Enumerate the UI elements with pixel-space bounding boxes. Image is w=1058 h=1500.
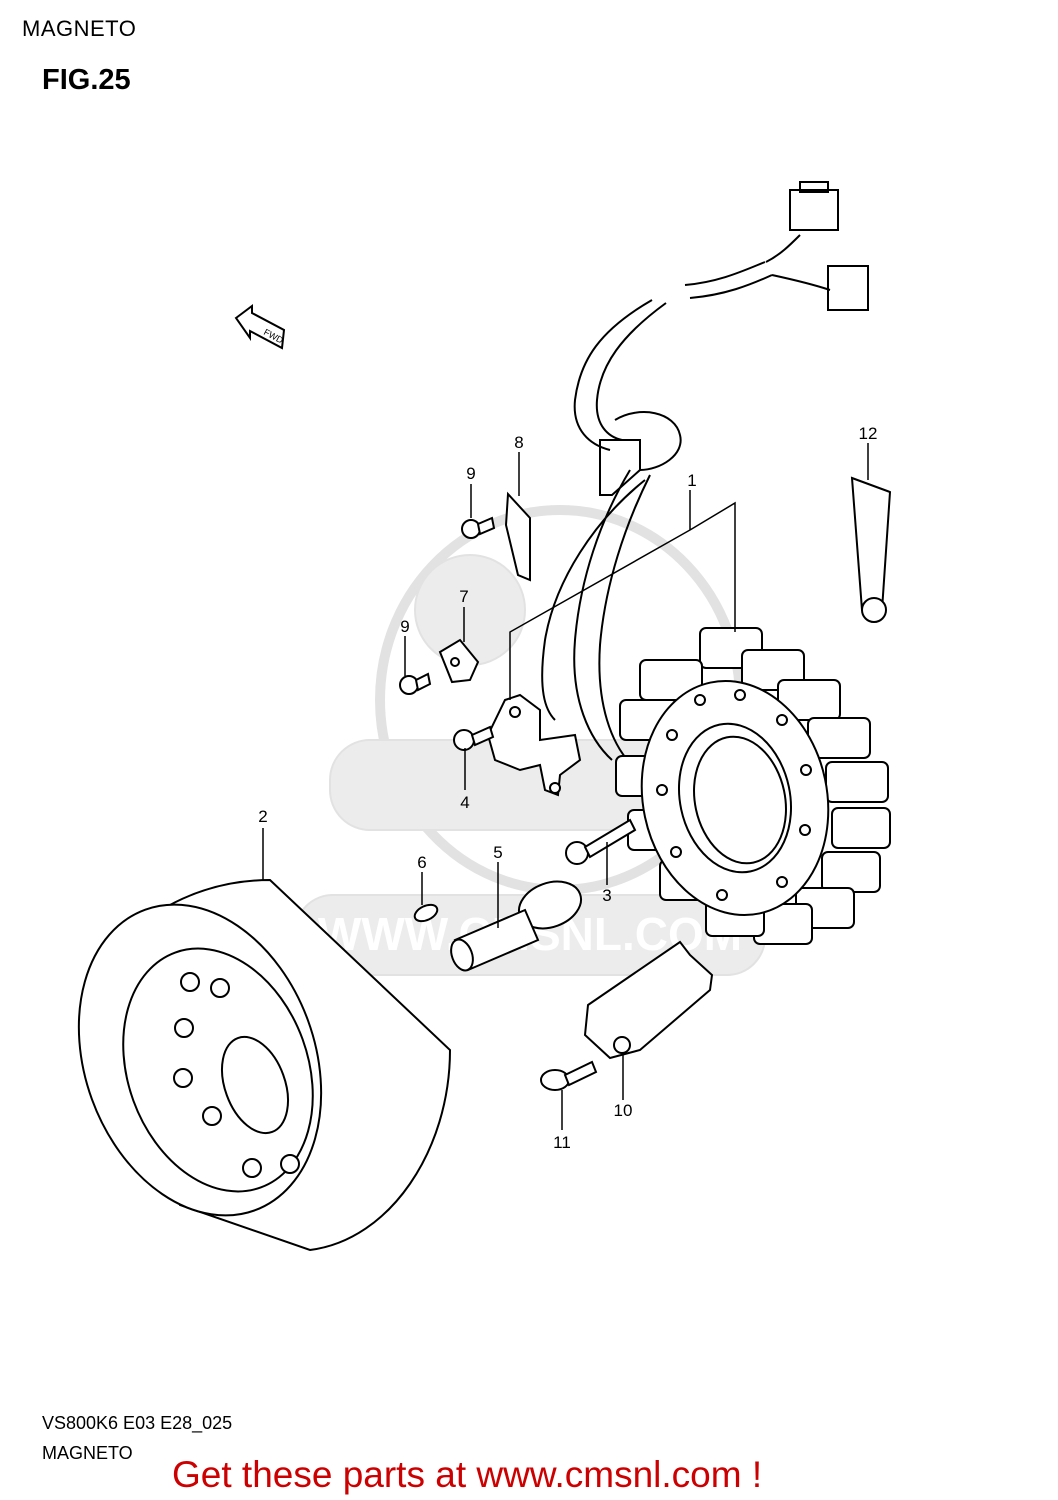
- stator-pole: [639, 659, 703, 701]
- callout-labels: 1 2 3 4 5 6 7 8 9 9 10 11 12: [258, 424, 877, 1152]
- stator-bolt-hole: [656, 784, 668, 796]
- callout-4: 4: [460, 793, 469, 812]
- bolt-11: [540, 1060, 598, 1091]
- rotor-bolt-5: [450, 880, 582, 972]
- clamp-7-hole: [450, 657, 460, 667]
- connector-large: [789, 189, 839, 231]
- rotor-hole: [173, 1068, 193, 1088]
- stator-bolt-hole: [799, 824, 811, 836]
- diagram-header-title: MAGNETO: [22, 16, 137, 41]
- stator-bolt-hole: [666, 729, 678, 741]
- stator-bolt-hole: [670, 846, 682, 858]
- connector-large-latch: [799, 181, 829, 193]
- grommet-loop: [614, 411, 682, 471]
- rotor-hole: [280, 1154, 300, 1174]
- bracket-10: [583, 940, 714, 1060]
- callout-2: 2: [258, 807, 267, 826]
- rotor-hole: [242, 1158, 262, 1178]
- stator-bore: [677, 722, 793, 874]
- callout-8: 8: [514, 433, 523, 452]
- connector-small: [827, 265, 869, 311]
- stator-assembly: [486, 627, 891, 945]
- stator-bolt-hole: [776, 876, 788, 888]
- watermark-head: [414, 554, 526, 666]
- rotor-hole: [174, 1018, 194, 1038]
- screw-9-upper: [461, 516, 496, 539]
- rotor-hole: [202, 1106, 222, 1126]
- rotor-hole: [180, 972, 200, 992]
- screw-4: [453, 725, 495, 751]
- key-6: [413, 903, 439, 923]
- stator-pole: [831, 807, 891, 849]
- wire-harness: [541, 181, 869, 766]
- harness-inner-left: [595, 302, 667, 441]
- leader-1: [509, 490, 736, 700]
- rotor: [77, 878, 452, 1252]
- callout-3: 3: [602, 886, 611, 905]
- callout-1: 1: [687, 471, 696, 490]
- rotor-hole: [210, 978, 230, 998]
- clamp-8: [504, 491, 531, 582]
- harness-grommet: [599, 439, 641, 496]
- footer-title: MAGNETO: [42, 1443, 133, 1463]
- stator-wire-c: [541, 479, 646, 721]
- stator-bolt-hole: [734, 689, 746, 701]
- stator-wire-b: [598, 474, 651, 766]
- callout-12: 12: [859, 424, 878, 443]
- rotor-hub: [221, 1035, 289, 1135]
- harness-outer-left: [573, 299, 653, 451]
- callout-9-lower: 9: [400, 617, 409, 636]
- harness-lead-1: [765, 234, 801, 263]
- fwd-arrow-icon: [234, 304, 286, 350]
- callout-9-upper: 9: [466, 464, 475, 483]
- callout-7: 7: [459, 587, 468, 606]
- callout-11: 11: [553, 1133, 571, 1152]
- figure-number: FIG.25: [42, 64, 131, 96]
- promo-link[interactable]: Get these parts at www.cmsnl.com !: [172, 1454, 763, 1495]
- leader-lines: [262, 443, 869, 1130]
- harness-top-upper: [684, 261, 766, 286]
- hardware-parts: [399, 476, 892, 1091]
- screw-9-lower: [399, 672, 432, 695]
- callout-5: 5: [493, 843, 502, 862]
- stator-pole: [821, 851, 881, 893]
- stator-bolt-hole: [800, 764, 812, 776]
- stator-pole: [825, 761, 889, 803]
- fwd-arrow: FWD: [234, 304, 286, 350]
- stator-bolt-hole: [694, 694, 706, 706]
- pickup-coil-hole: [509, 706, 521, 718]
- clamp-12-eye: [861, 597, 887, 623]
- stator-bore-inner: [693, 735, 787, 865]
- pickup-coil-hole: [549, 782, 561, 794]
- screw-3: [565, 818, 637, 865]
- callout-6: 6: [417, 853, 426, 872]
- stator-bolt-hole: [776, 714, 788, 726]
- bracket-10-hole: [613, 1036, 631, 1054]
- harness-lead-2: [771, 274, 831, 291]
- model-code: VS800K6 E03 E28_025: [42, 1413, 233, 1433]
- callout-10: 10: [614, 1101, 633, 1120]
- stator-bolt-hole: [716, 889, 728, 901]
- harness-top-lower: [689, 274, 773, 299]
